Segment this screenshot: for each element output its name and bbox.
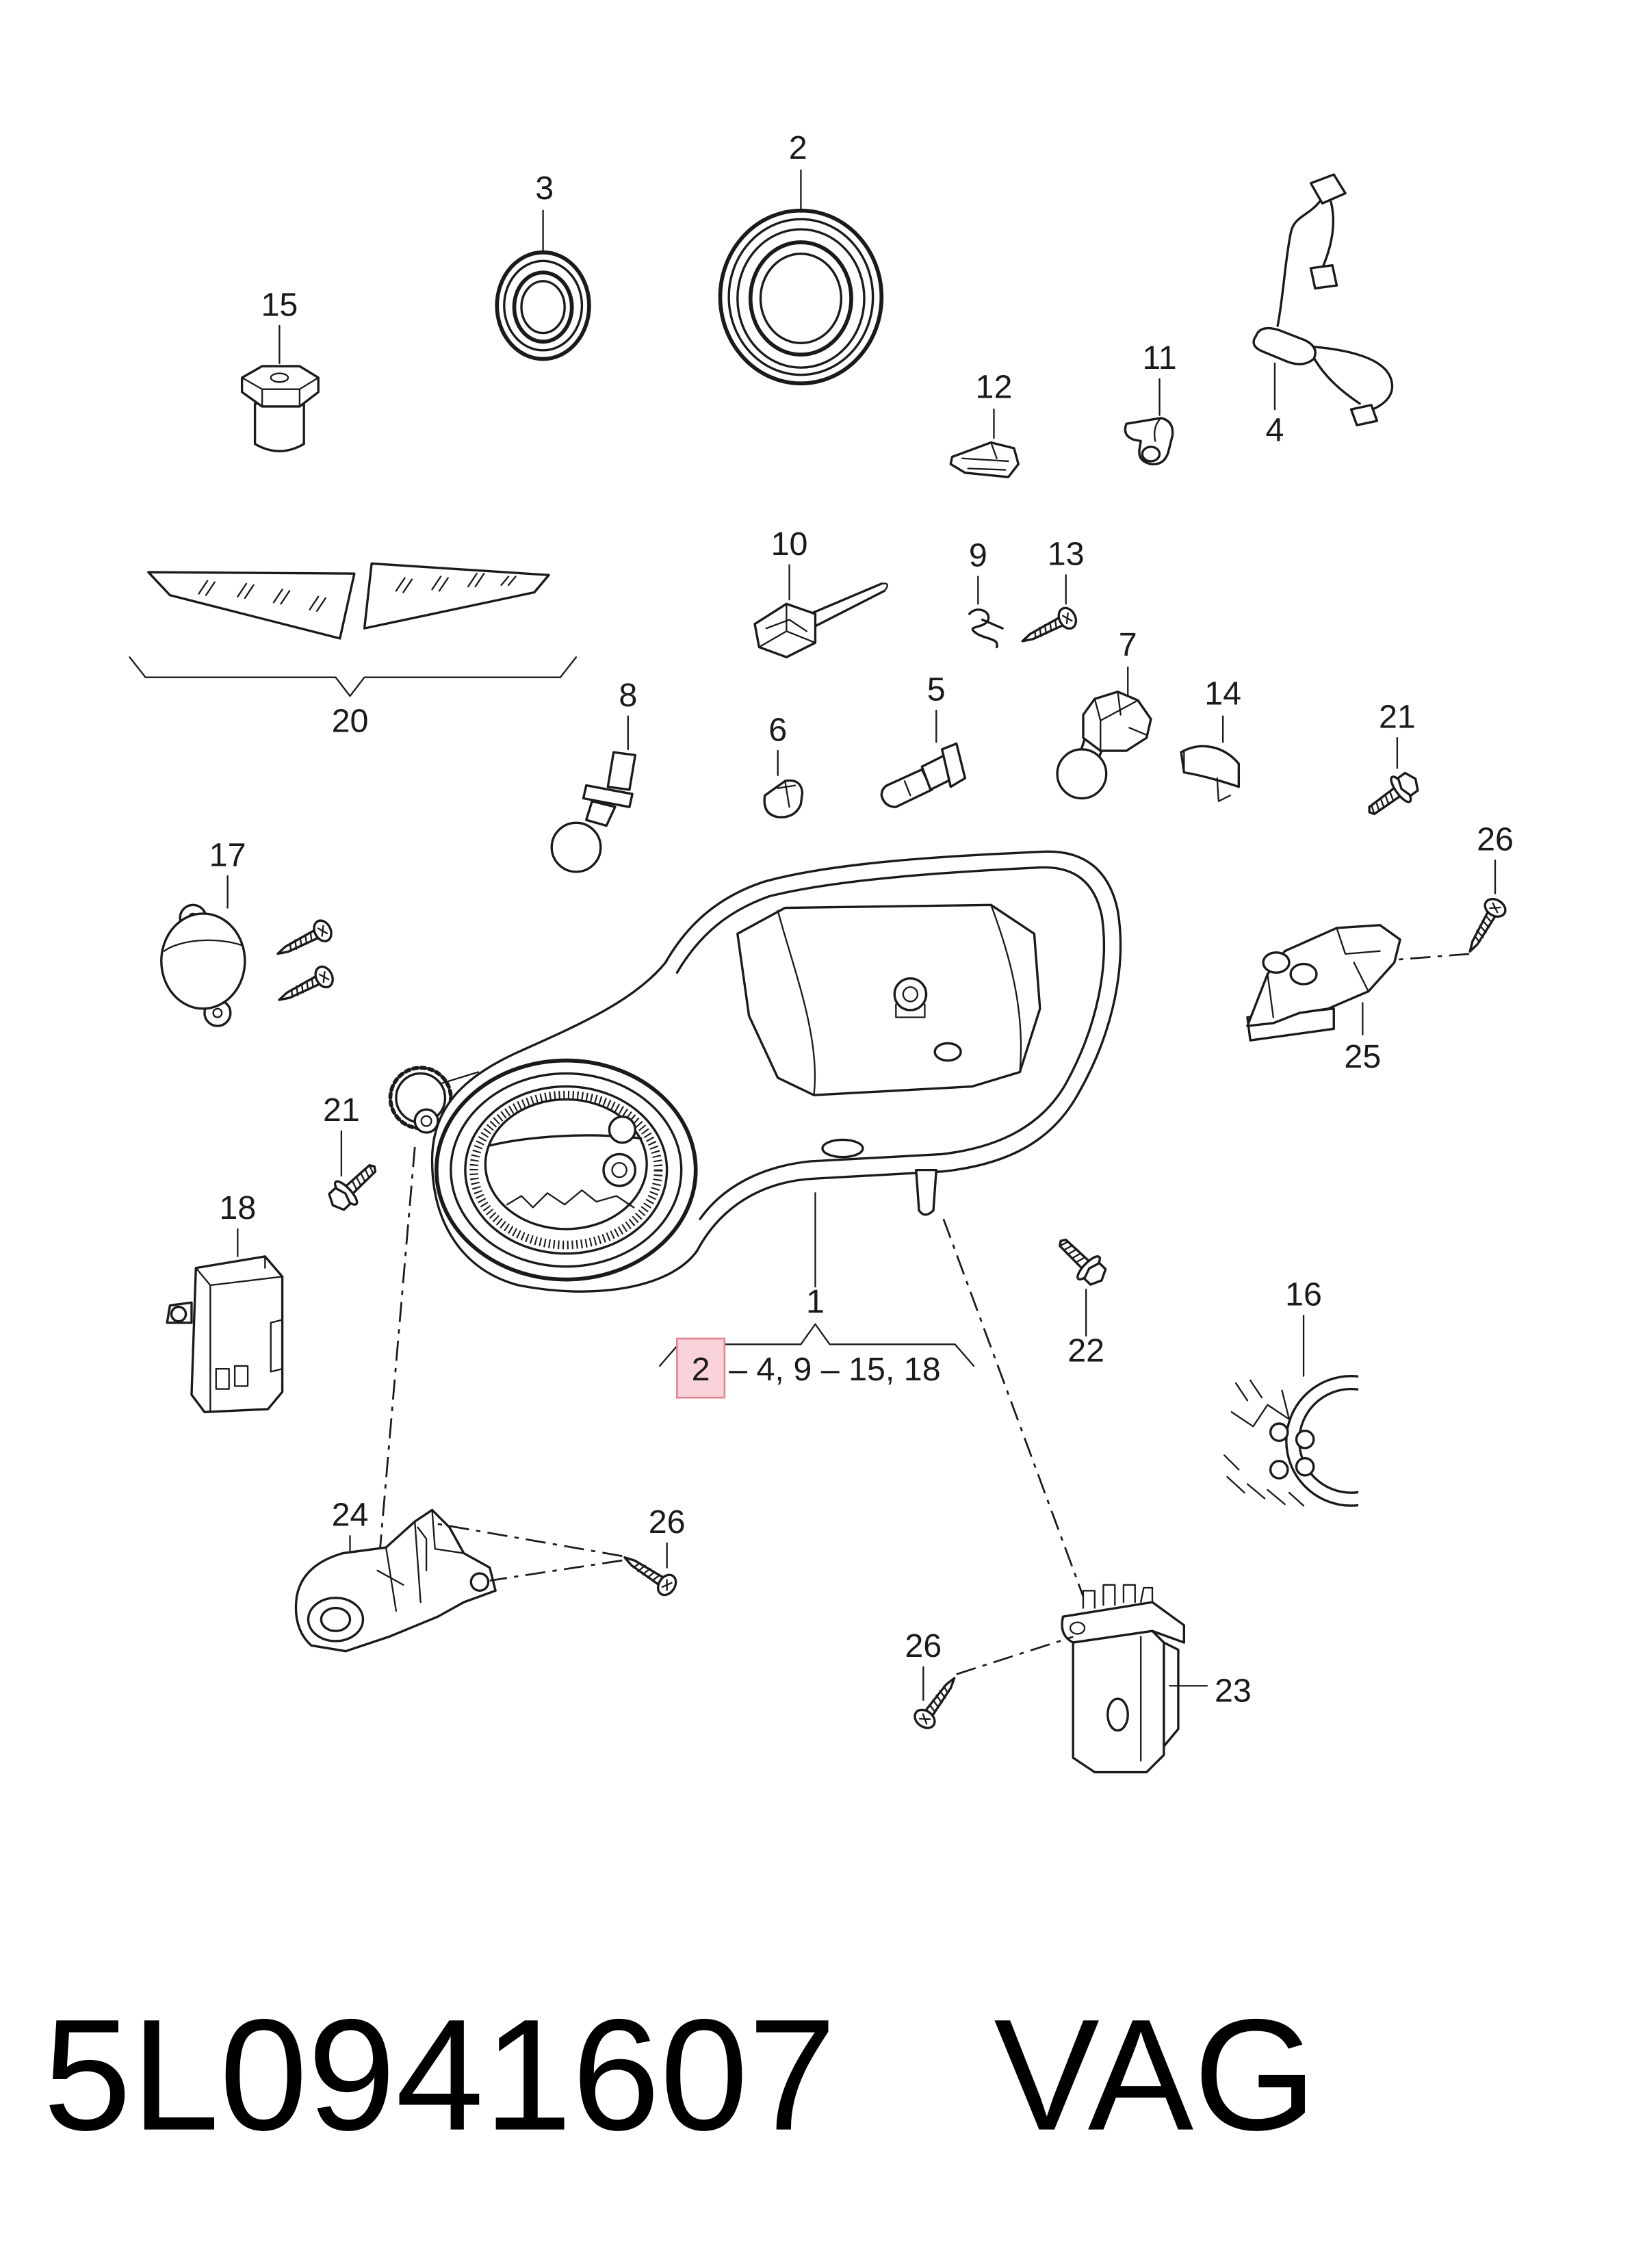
callout-15: 15 bbox=[261, 286, 298, 323]
callout-12: 12 bbox=[976, 368, 1013, 405]
part-20-trim-strips: 20 bbox=[129, 562, 578, 740]
part-21-bolt-lower: 21 bbox=[321, 1092, 386, 1218]
part-15-nut: 15 bbox=[240, 286, 320, 452]
callout-9: 9 bbox=[969, 537, 987, 574]
callout-7: 7 bbox=[1119, 626, 1137, 663]
part-number: 5L0941607 bbox=[43, 1987, 836, 2164]
callout-2: 2 bbox=[789, 129, 807, 166]
part-18-adjuster-motor: 18 bbox=[166, 1189, 284, 1413]
range-rest-text: – 4, 9 – 15, 18 bbox=[729, 1351, 941, 1388]
callout-10: 10 bbox=[771, 526, 808, 563]
part-8-bulb-with-socket: 8 bbox=[550, 677, 637, 873]
callout-4: 4 bbox=[1265, 411, 1284, 448]
part-17-cover-cap: 17 bbox=[160, 836, 337, 1027]
callout-17: 17 bbox=[209, 836, 246, 873]
part-16-detail-view: 16 bbox=[1223, 1276, 1359, 1507]
part-11-connector-cap: 11 bbox=[1124, 339, 1177, 466]
callout-1: 1 bbox=[806, 1283, 825, 1320]
callout-23: 23 bbox=[1215, 1672, 1252, 1709]
part-6-small-bulb: 6 bbox=[763, 711, 804, 819]
callout-11: 11 bbox=[1142, 339, 1176, 376]
part-1-headlight-housing: 1 bbox=[378, 850, 1122, 1597]
callout-6: 6 bbox=[768, 711, 787, 748]
callout-26-upper: 26 bbox=[1477, 821, 1514, 858]
part-12-clip: 12 bbox=[949, 368, 1020, 478]
part-7-bulb-with-holder: 7 bbox=[1056, 626, 1152, 800]
part-4-wiring-harness: 4 bbox=[1252, 173, 1394, 448]
part-22-bolt: 22 bbox=[1049, 1228, 1114, 1369]
range-highlighted-number: 2 bbox=[692, 1351, 710, 1388]
part-26-screw-lower: 26 bbox=[905, 1627, 1074, 1733]
part-2-large-cover-cap: 2 bbox=[718, 129, 884, 386]
part-25-repair-bracket: 25 bbox=[1246, 924, 1401, 1075]
callout-14: 14 bbox=[1204, 675, 1241, 712]
callout-5: 5 bbox=[927, 671, 946, 708]
part-26-screw-middle: 26 bbox=[432, 1504, 686, 1600]
part-3-small-cover-cap: 3 bbox=[495, 170, 591, 361]
callout-13: 13 bbox=[1048, 536, 1085, 573]
callout-21-lower: 21 bbox=[323, 1092, 360, 1129]
callout-8: 8 bbox=[619, 677, 637, 714]
brand-name: VAG bbox=[994, 1987, 1317, 2164]
callout-24: 24 bbox=[332, 1497, 369, 1534]
assembly-range-note: 2 – 4, 9 – 15, 18 bbox=[676, 1337, 941, 1399]
callout-3: 3 bbox=[535, 170, 554, 207]
callout-20: 20 bbox=[332, 703, 369, 740]
callout-26-lower: 26 bbox=[905, 1627, 942, 1664]
callout-22: 22 bbox=[1067, 1332, 1104, 1369]
callout-26-middle: 26 bbox=[649, 1504, 686, 1541]
callout-21-upper: 21 bbox=[1379, 698, 1416, 735]
part-5-bulb: 5 bbox=[880, 671, 967, 808]
part-21-bolt-upper: 21 bbox=[1359, 698, 1426, 826]
part-23-bracket: 23 bbox=[1061, 1584, 1252, 1774]
part-13-screw: 13 bbox=[1016, 536, 1085, 652]
part-14-bracket-clip: 14 bbox=[1180, 675, 1241, 802]
part-10-bulb-holder: 10 bbox=[753, 526, 888, 658]
part-24-bracket: 24 bbox=[294, 1497, 497, 1653]
callout-25: 25 bbox=[1344, 1038, 1381, 1075]
highlight-box bbox=[676, 1337, 726, 1399]
callout-16: 16 bbox=[1285, 1276, 1322, 1313]
callout-18: 18 bbox=[219, 1189, 256, 1226]
part-9-spring-clip: 9 bbox=[968, 537, 1004, 649]
